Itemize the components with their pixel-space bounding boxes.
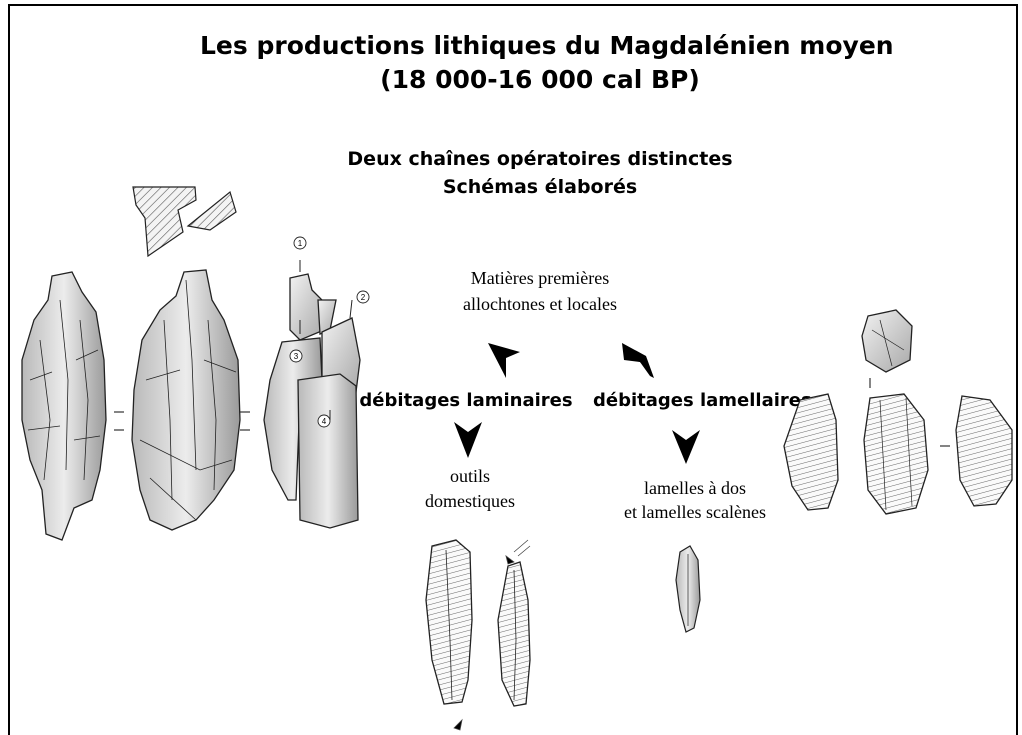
arrow-to-domestic-tools [454, 422, 482, 458]
refit-number-4: 4 [322, 417, 327, 426]
domestic-tool-blade-drawing-2 [498, 562, 530, 706]
refit-number-2: 2 [361, 293, 366, 302]
refit-number-3: 3 [294, 352, 299, 361]
bladelet-core-drawing-2 [864, 394, 928, 514]
hatched-fragment-drawing [133, 187, 236, 256]
domestic-tool-blade-drawing-1 [426, 540, 472, 704]
refitted-blade-sequence-drawing [264, 260, 360, 528]
arrow-to-laminar [488, 343, 520, 378]
backed-bladelet-drawing [676, 546, 700, 632]
bladelet-core-top-view-drawing [862, 310, 912, 372]
bladelet-core-drawing-3 [956, 396, 1012, 506]
arrow-to-lamellar [622, 343, 654, 378]
refit-number-1: 1 [298, 239, 303, 248]
arrow-to-bladelets [672, 430, 700, 464]
bladelet-core-drawing-1 [784, 394, 838, 510]
blade-core-drawing-2 [132, 270, 240, 530]
blade-core-drawing-1 [22, 272, 106, 540]
